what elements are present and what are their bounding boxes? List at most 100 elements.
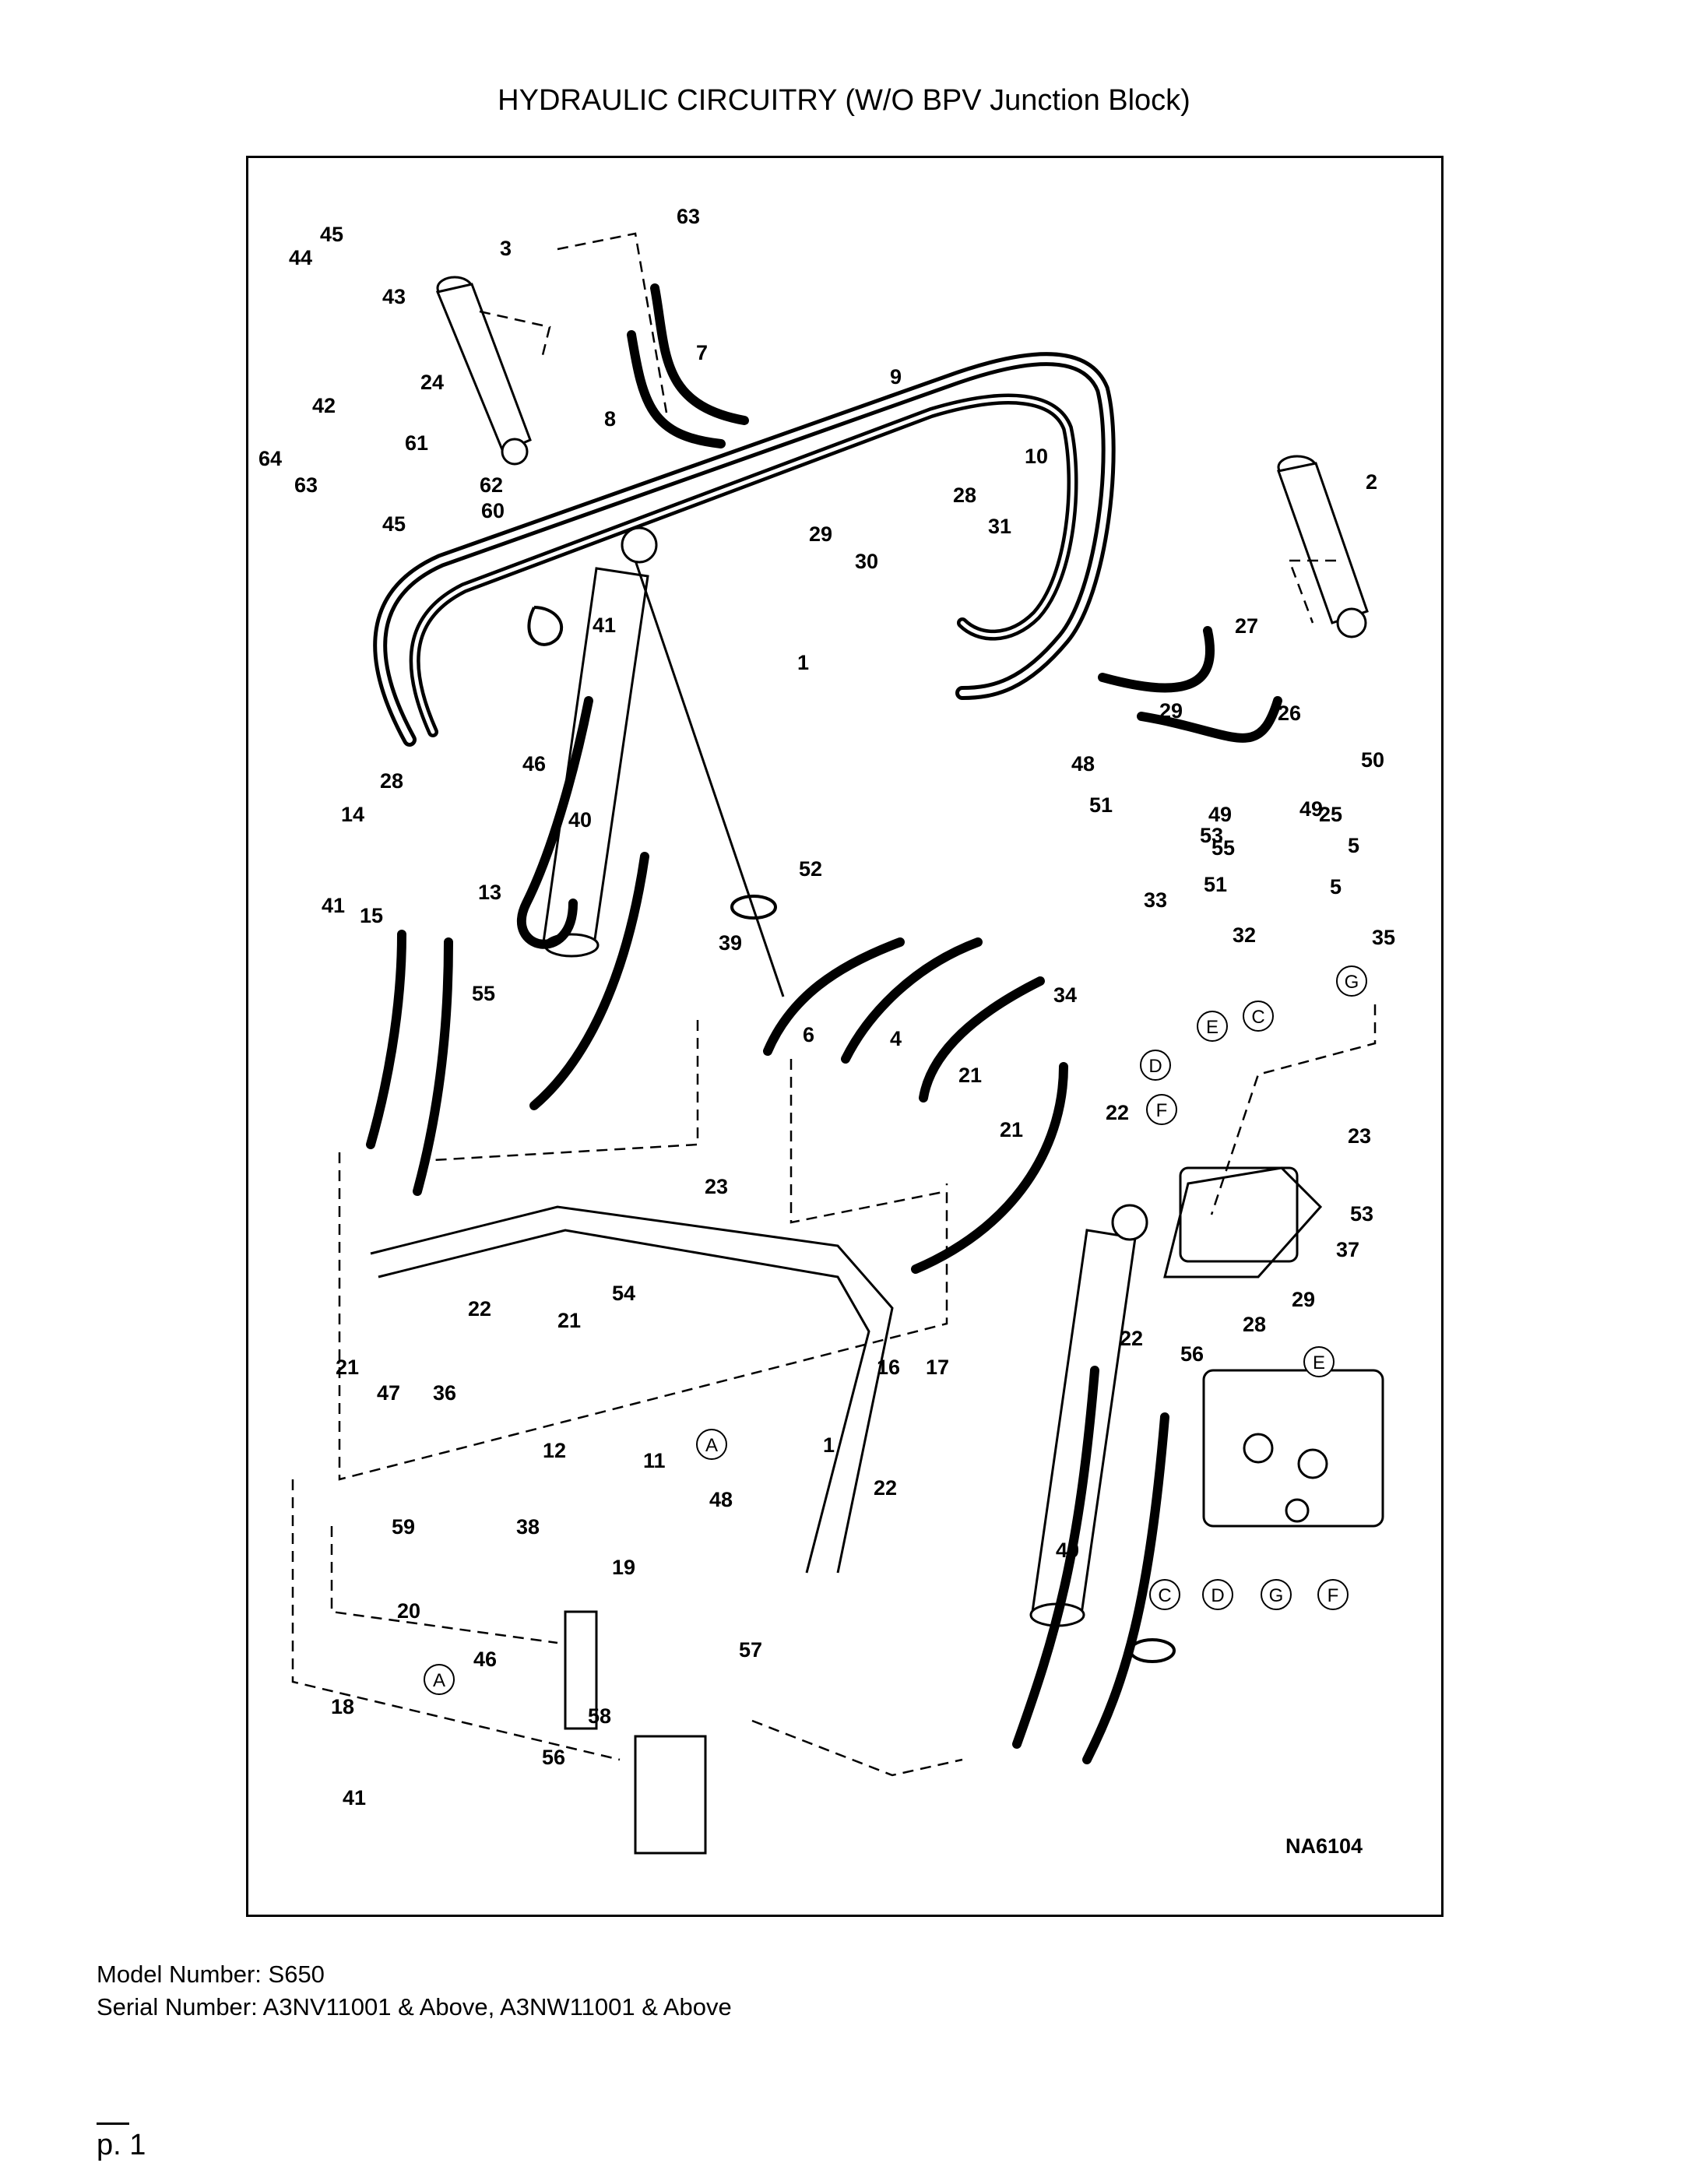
svg-text:G: G	[1345, 972, 1359, 993]
callout-label: 64	[258, 447, 282, 470]
callout-label: 62	[480, 473, 503, 497]
callout-label: 18	[331, 1695, 354, 1718]
svg-text:E: E	[1206, 1017, 1219, 1038]
callout-label: 13	[478, 881, 501, 904]
svg-text:A: A	[433, 1670, 445, 1691]
callout-label: 47	[377, 1381, 400, 1405]
callout-label: 58	[588, 1704, 611, 1728]
svg-text:C: C	[1158, 1585, 1171, 1606]
callout-label: 29	[1292, 1288, 1315, 1311]
hoses-13-14	[516, 696, 649, 1110]
callout-label: 41	[593, 614, 616, 637]
callout-label: 46	[522, 752, 546, 775]
hydraulic-diagram: E C G D F A A E	[258, 205, 1395, 1858]
callout-label: 15	[360, 904, 383, 927]
callout-label: 28	[1243, 1313, 1266, 1336]
page-number: p. 1	[97, 2129, 146, 2161]
letter-circle-C: C	[1243, 1001, 1274, 1032]
callout-label: 2	[1366, 470, 1377, 494]
callout-label: 50	[1361, 748, 1384, 772]
callout-label: 55	[472, 982, 495, 1005]
callout-label: 33	[1144, 888, 1167, 912]
svg-text:F: F	[1328, 1585, 1339, 1606]
callout-label: 8	[604, 407, 616, 431]
callout-label: 30	[855, 550, 878, 573]
callout-label: 29	[809, 522, 832, 546]
callout-label: 59	[392, 1515, 415, 1539]
connection-letters: E C G D F A A E	[424, 965, 1367, 1695]
callout-label: 9	[890, 365, 902, 389]
letter-circle-F: F	[1146, 1094, 1177, 1125]
tubes-16-17	[370, 1205, 894, 1574]
callout-label: 37	[1336, 1238, 1359, 1261]
callout-label: 14	[341, 803, 364, 826]
callout-label: 31	[988, 515, 1011, 538]
callout-label: 6	[803, 1023, 814, 1046]
letter-circle-A: A	[696, 1429, 727, 1460]
callout-label: 5	[1330, 875, 1342, 899]
callout-label: 19	[612, 1556, 635, 1579]
callout-label: 28	[953, 484, 976, 507]
callout-label: 27	[1235, 614, 1258, 638]
callout-label: 43	[382, 285, 406, 308]
callout-label: 63	[294, 473, 318, 497]
callout-label: 10	[1025, 445, 1048, 468]
model-number: Model Number: S650	[97, 1961, 325, 1988]
hose-15	[366, 930, 453, 1196]
callout-label: 21	[1000, 1118, 1023, 1141]
callout-label: 36	[433, 1381, 456, 1405]
serial-number: Serial Number: A3NV11001 & Above, A3NW11…	[97, 1993, 732, 2020]
drawing-number: NA6104	[1285, 1834, 1363, 1858]
callout-label: 22	[874, 1476, 897, 1500]
callout-label: 48	[1071, 752, 1095, 775]
callout-label: 34	[1053, 983, 1077, 1007]
svg-text:D: D	[1148, 1056, 1162, 1077]
hoses-7-8-top	[627, 283, 749, 448]
callout-label: 29	[1159, 699, 1183, 723]
cylinder-3	[435, 276, 532, 466]
callout-label: 32	[1233, 923, 1256, 947]
callout-label: 24	[420, 371, 444, 394]
cylinder-2	[1277, 455, 1369, 638]
letter-circle-E: E	[1303, 1346, 1335, 1377]
callout-label: 42	[312, 394, 336, 417]
callout-label: 16	[877, 1356, 900, 1379]
diagram-frame	[246, 156, 1444, 1917]
callout-label: 41	[322, 894, 345, 917]
letter-circle-A: A	[424, 1664, 455, 1695]
hose-9-10	[373, 352, 1116, 747]
callout-label: 57	[739, 1638, 762, 1662]
callout-label: 45	[382, 512, 406, 536]
callout-label: 1	[823, 1433, 835, 1457]
hoses-11-12	[1012, 1366, 1169, 1764]
callout-label: 35	[1372, 926, 1395, 949]
letter-circle-E: E	[1197, 1011, 1228, 1042]
callout-label: 61	[405, 431, 428, 455]
callout-label: 22	[1120, 1327, 1143, 1350]
cylinder-1-lower	[1029, 1204, 1148, 1627]
callout-label: 49	[1056, 1539, 1079, 1562]
svg-text:D: D	[1211, 1585, 1224, 1606]
callout-label: 52	[799, 857, 822, 881]
callout-label: 45	[320, 223, 343, 246]
bracket-18	[634, 1735, 707, 1855]
callout-label: 23	[1348, 1124, 1371, 1148]
callout-label: 48	[709, 1488, 733, 1511]
svg-text:F: F	[1156, 1100, 1168, 1121]
loop-41	[527, 606, 1176, 1663]
callout-label: 21	[958, 1064, 982, 1087]
callout-label: 21	[336, 1356, 359, 1379]
callout-label: 41	[343, 1786, 366, 1809]
hoses-7-8-right	[1098, 626, 1282, 743]
callout-label: 53	[1350, 1202, 1373, 1226]
callout-label: 49	[1299, 797, 1323, 821]
svg-text:C: C	[1251, 1007, 1264, 1028]
letter-circle-F: F	[1317, 1579, 1349, 1610]
callout-label: 44	[289, 246, 312, 269]
page-title: HYDRAULIC CIRCUITRY (W/O BPV Junction Bl…	[498, 84, 1190, 117]
callout-label: 1	[797, 651, 809, 674]
callout-label: 5	[1348, 834, 1359, 857]
callout-label: 23	[705, 1175, 728, 1198]
callout-label: 20	[397, 1599, 420, 1623]
dashed-leaders	[291, 232, 1377, 1777]
